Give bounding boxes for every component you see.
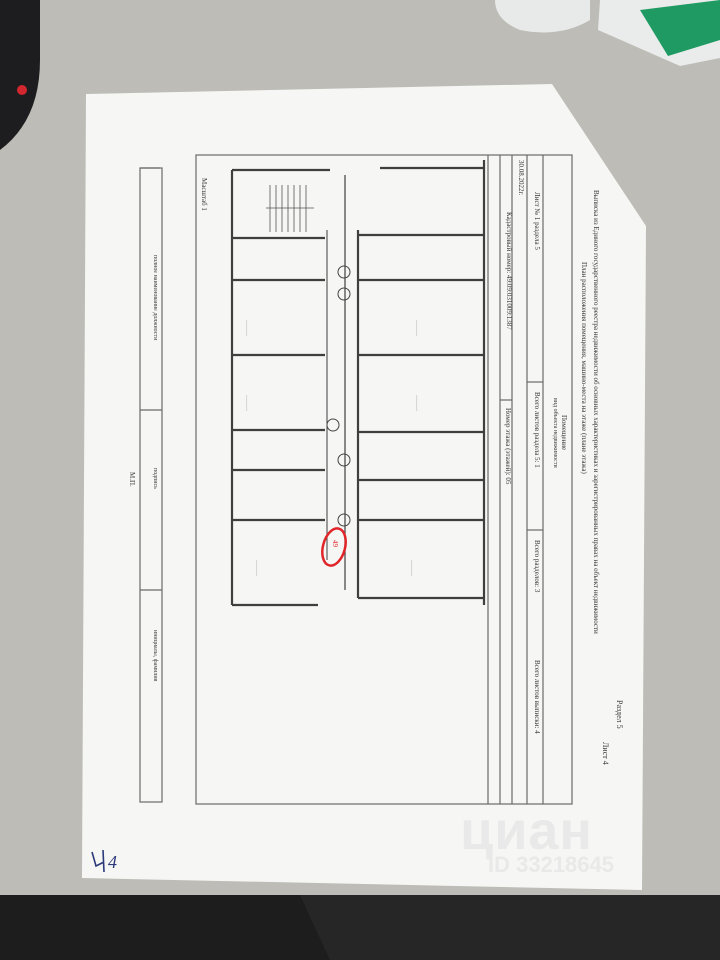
- object-type-caption: вид объекта недвижимости: [552, 398, 558, 468]
- svg-text:········: ········: [408, 560, 414, 576]
- document-frame: [139, 154, 573, 805]
- document-date: 30.08.2022г.: [517, 160, 525, 196]
- floor-plan: [230, 160, 486, 607]
- stairs: [266, 185, 314, 232]
- svg-text:········: ········: [243, 395, 249, 411]
- sheet-of-section: Лист № 1 раздела 5: [533, 192, 541, 250]
- svg-text:········: ········: [243, 320, 249, 336]
- dark-object: [0, 0, 40, 150]
- white-jar: [495, 0, 590, 33]
- highlight-circle: [321, 527, 347, 567]
- sheet-label: Лист 4: [601, 742, 610, 765]
- handwritten-number: 4: [108, 852, 117, 872]
- svg-text:········: ········: [413, 395, 419, 411]
- plan-title: План расположения помещения, машино-мест…: [580, 262, 588, 474]
- section-label: Раздел 5: [615, 700, 624, 729]
- object-type: Помещение: [560, 415, 568, 451]
- stamp-label: М.П.: [128, 472, 136, 487]
- extract-title: Выписка из Единого государственного реес…: [592, 190, 600, 634]
- room-markers: [326, 265, 351, 527]
- plan-dimension-marks: ········ ········ ········ ········ ····…: [243, 320, 419, 576]
- name-caption: инициалы, фамилия: [152, 630, 158, 682]
- floor-number: Номер этажа (этажей): 05: [504, 408, 512, 485]
- paper-sheet: [82, 84, 646, 890]
- signature-caption: подпись: [152, 468, 158, 489]
- sheets-in-section: Всего листов раздела 5: 1: [533, 392, 541, 468]
- svg-text:········: ········: [413, 320, 419, 336]
- sheets-total: Всего листов выписки: 4: [533, 660, 541, 734]
- sections-total: Всего разделов: 3: [533, 540, 541, 593]
- handwritten-mark: [91, 849, 105, 873]
- scale-label: Масштаб 1: [200, 178, 208, 211]
- watermark-logo: циан: [460, 801, 594, 861]
- watermark-id: ID 33218645: [488, 852, 614, 877]
- svg-text:········: ········: [253, 560, 259, 576]
- highlighted-room-number: 49: [331, 540, 339, 547]
- watermark: циан ID 33218645: [460, 800, 650, 880]
- position-caption: полное наименование должности: [152, 255, 158, 341]
- cadastral-number: Кадастровый номер: 49:09:031009:1387: [505, 212, 513, 330]
